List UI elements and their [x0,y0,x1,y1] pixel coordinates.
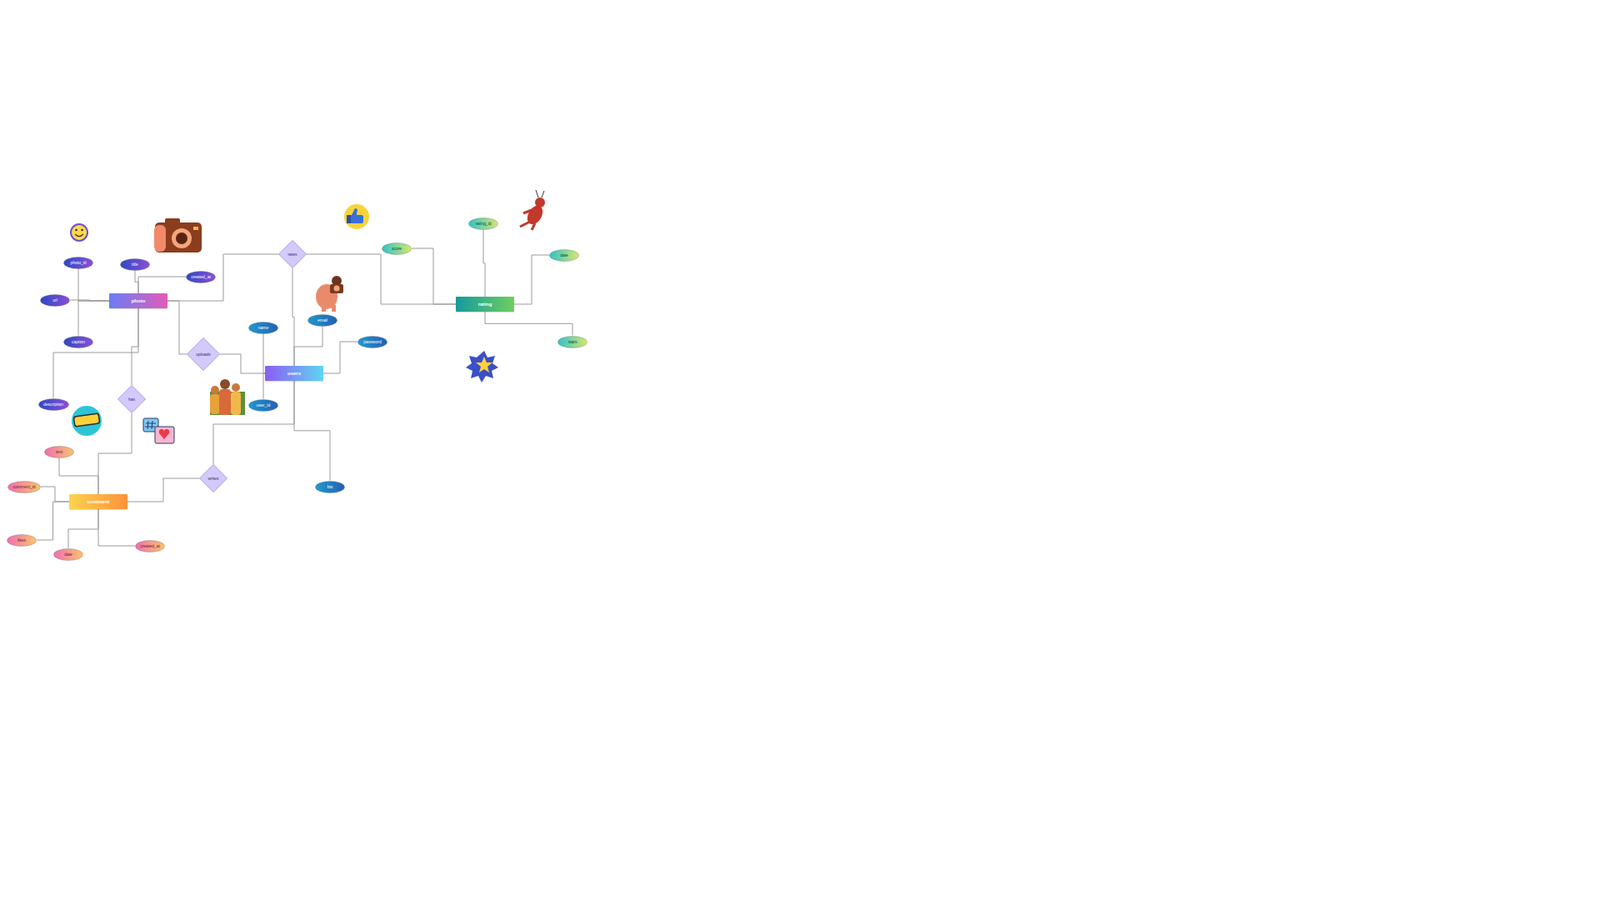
connector-line [483,230,485,298]
star-badge-sticker [465,350,499,383]
attribute-oval: text [44,445,75,459]
connector-line [36,501,70,540]
connector-line [411,248,456,305]
relationship-diamond: rates [278,240,307,269]
entity-box: rating [455,296,515,312]
attribute-oval: bio [315,480,345,494]
connector-line [485,311,573,336]
attribute-name: date [560,253,569,258]
attribute-name: rating_id [475,221,491,226]
attribute-name: name [258,325,270,330]
camera-sticker [154,218,202,253]
attribute-name: created_at [190,275,211,280]
group-people-sticker [210,379,245,415]
attribute-name: photo_id [70,260,86,265]
entity-name: comment [87,499,110,505]
attribute-name: password [363,340,381,345]
attribute-oval: score [381,242,412,255]
connector-line [98,413,132,495]
connector-line [78,269,110,302]
connector-line [514,255,550,305]
attribute-name: caption [71,340,85,345]
attribute-oval: name [248,321,279,335]
entity-name: rating [478,301,493,307]
attribute-oval: title [120,258,150,271]
relationship-diamond: uploads [186,337,220,371]
attribute-name: user_id [256,403,270,408]
connector-line [78,300,110,336]
attribute-name: likes [17,538,26,543]
attribute-oval: created_at [185,270,216,284]
entity-box: users [265,365,324,381]
attribute-name: email [317,318,328,323]
connector-line [40,486,70,502]
connector-line [138,276,186,294]
connector-line [323,341,358,374]
attribute-oval: date [53,548,84,561]
relationship-diamond: has [117,385,146,414]
connector-line [59,458,99,495]
attribute-oval: likes [6,534,37,547]
attribute-oval: caption [63,335,94,349]
attribute-name: date [64,552,73,557]
attribute-name: text [55,450,63,455]
hashtag-heart-sticker [143,418,175,444]
attribute-name: url [52,298,58,303]
attribute-name: comment_id [12,485,35,490]
bug-robot-sticker [520,190,546,230]
connector-line [213,380,295,465]
attribute-name: description [43,402,64,407]
entity-name: users [287,370,301,376]
photographer-sticker [315,275,344,312]
connector-line [135,270,139,295]
connector-line [53,308,139,399]
attribute-oval: stars [557,335,588,349]
relationship-name: rates [287,252,297,257]
attribute-name: bio [327,485,334,490]
smiley-sticker [70,224,88,241]
relationship-name: uploads [195,352,211,357]
attribute-oval: email [307,314,338,327]
attribute-name: stars [568,340,578,345]
connector-line [167,300,187,355]
attribute-oval: comment_id [7,480,41,494]
connector-line [68,509,99,549]
attribute-oval: url [40,294,70,307]
connector-line [294,380,330,481]
attribute-oval: password [357,335,388,349]
thumbs-up-sticker [344,204,370,230]
attribute-oval: description [38,398,70,411]
connector-line [167,254,279,301]
attribute-name: created_at [140,544,160,549]
connector-line [220,354,265,374]
connector-line [294,326,323,367]
entity-box: comment [69,494,128,510]
attribute-oval: rating_id [468,217,499,230]
relationship-name: has [128,397,135,402]
connector-line [127,478,200,502]
relationship-diamond: writes [199,464,228,493]
attribute-oval: photo_id [63,256,94,270]
attribute-oval: created_at [135,540,165,553]
attribute-name: score [391,246,402,251]
relationship-name: writes [207,476,219,481]
attribute-oval: date [549,249,580,262]
entity-name: photo [131,298,146,304]
attribute-oval: user_id [248,399,279,412]
entity-box: photo [109,293,168,309]
connector-line [98,509,135,546]
great-sticker [71,405,102,436]
connector-line [131,308,139,385]
attribute-name: title [131,262,139,267]
